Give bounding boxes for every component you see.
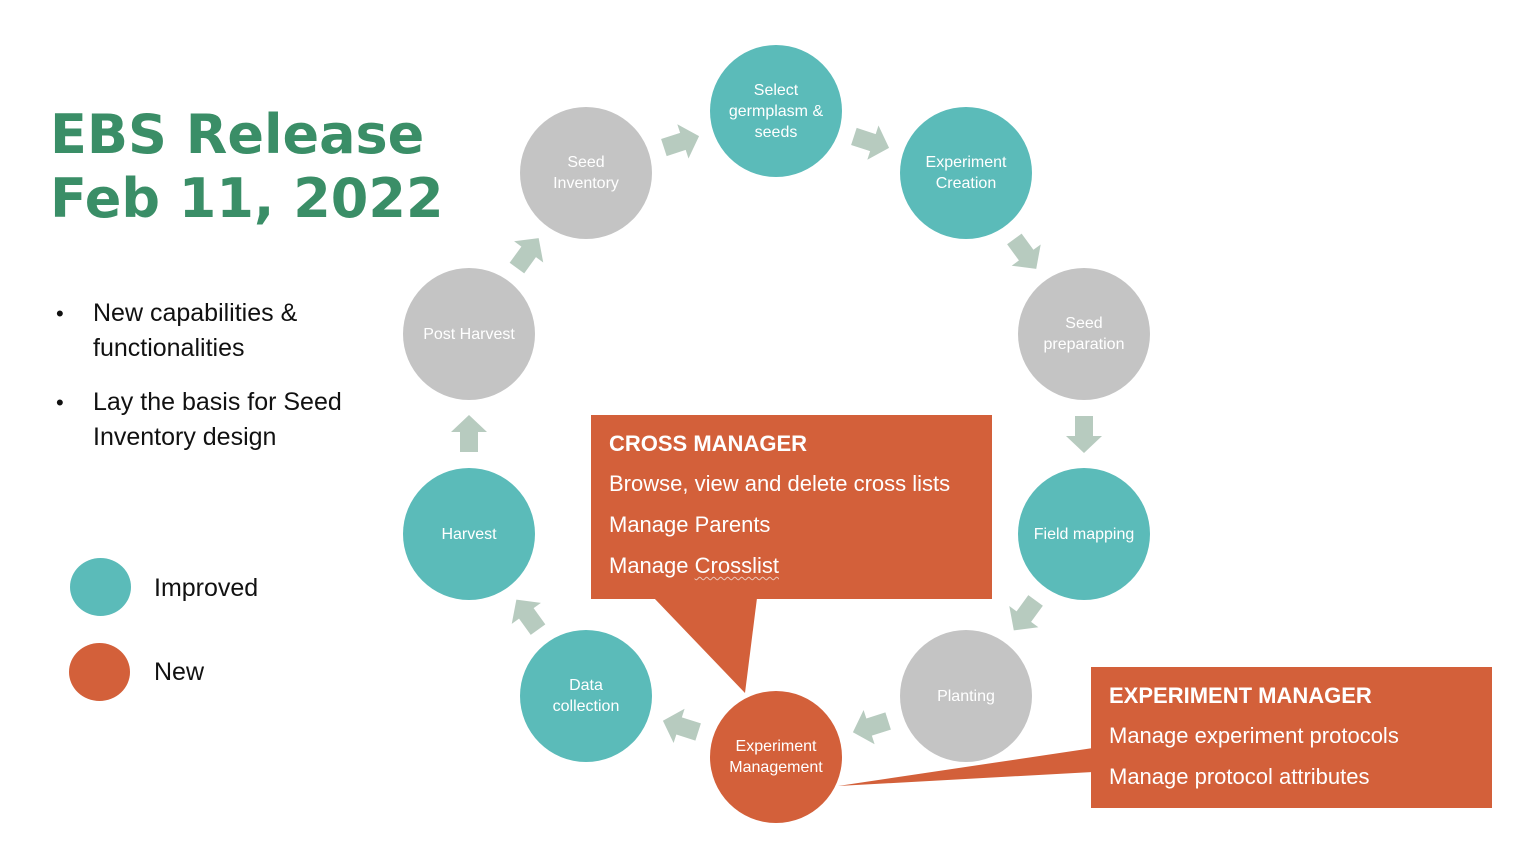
cycle-arrow-icon	[662, 708, 701, 744]
title-line-1: EBS Release	[50, 103, 425, 166]
legend-new-swatch	[69, 643, 130, 701]
cycle-arrow-icon	[511, 599, 546, 635]
cycle-arrow-icon	[451, 415, 487, 452]
cycle-arrows	[451, 124, 1102, 745]
legend-new-label: New	[154, 658, 205, 686]
cycle-arrow-icon	[851, 125, 890, 160]
cycle-arrow-icon	[661, 124, 700, 159]
title-line-2: Feb 11, 2022	[50, 167, 444, 230]
bullet-list: • New capabilities & functionalities • L…	[56, 296, 376, 474]
cross-manager-item: Browse, view and delete cross lists	[609, 471, 951, 496]
experiment-manager-item: Manage experiment protocols	[1109, 723, 1399, 748]
cycle-node-seed-inventory: Seed Inventory	[520, 107, 652, 239]
experiment-manager-title: EXPERIMENT MANAGER	[1109, 683, 1372, 708]
cross-manager-pointer	[654, 598, 757, 693]
experiment-manager-callout: EXPERIMENT MANAGER Manage experiment pro…	[1091, 667, 1492, 808]
cross-manager-item: Manage Parents	[609, 512, 771, 537]
cross-manager-title: CROSS MANAGER	[609, 431, 808, 456]
cycle-node-seed-preparation: Seed preparation	[1018, 268, 1150, 400]
cycle-node-planting: Planting	[900, 630, 1032, 762]
cycle-arrow-icon	[509, 238, 544, 274]
bullet-item: • New capabilities & functionalities	[56, 296, 376, 366]
cycle-node-post-harvest: Post Harvest	[403, 268, 535, 400]
cycle-node-experiment-creation: Experiment Creation	[900, 107, 1032, 239]
cycle-arrow-icon	[1009, 595, 1043, 631]
cycle-node-experiment-management: Experiment Management	[710, 691, 842, 823]
bullet-text: Lay the basis for Seed Inventory design	[93, 388, 342, 451]
cycle-node-field-mapping: Field mapping	[1018, 468, 1150, 600]
bullet-dot-icon: •	[56, 390, 64, 415]
cross-manager-item: Manage Crosslist	[609, 551, 974, 581]
cycle-node-data-collection: Data collection	[520, 630, 652, 762]
bullet-item: • Lay the basis for Seed Inventory desig…	[56, 385, 376, 455]
experiment-manager-pointer	[838, 748, 1093, 786]
cross-manager-callout: CROSS MANAGER Browse, view and delete cr…	[591, 415, 992, 599]
bullet-dot-icon: •	[56, 301, 64, 326]
cycle-arrow-icon	[852, 709, 891, 745]
experiment-manager-item: Manage protocol attributes	[1109, 764, 1370, 789]
cycle-node-harvest: Harvest	[403, 468, 535, 600]
cycle-arrow-icon	[1007, 233, 1041, 269]
legend-improved-label: Improved	[154, 574, 259, 602]
cross-manager-item-prefix: Manage	[609, 553, 695, 578]
crosslist-word: Crosslist	[694, 553, 779, 578]
cycle-arrow-icon	[1066, 416, 1102, 453]
bullet-text: New capabilities & functionalities	[93, 299, 298, 362]
cycle-node-select-germplasm-seeds: Select germplasm & seeds	[710, 45, 842, 177]
legend-improved-swatch	[70, 558, 131, 616]
